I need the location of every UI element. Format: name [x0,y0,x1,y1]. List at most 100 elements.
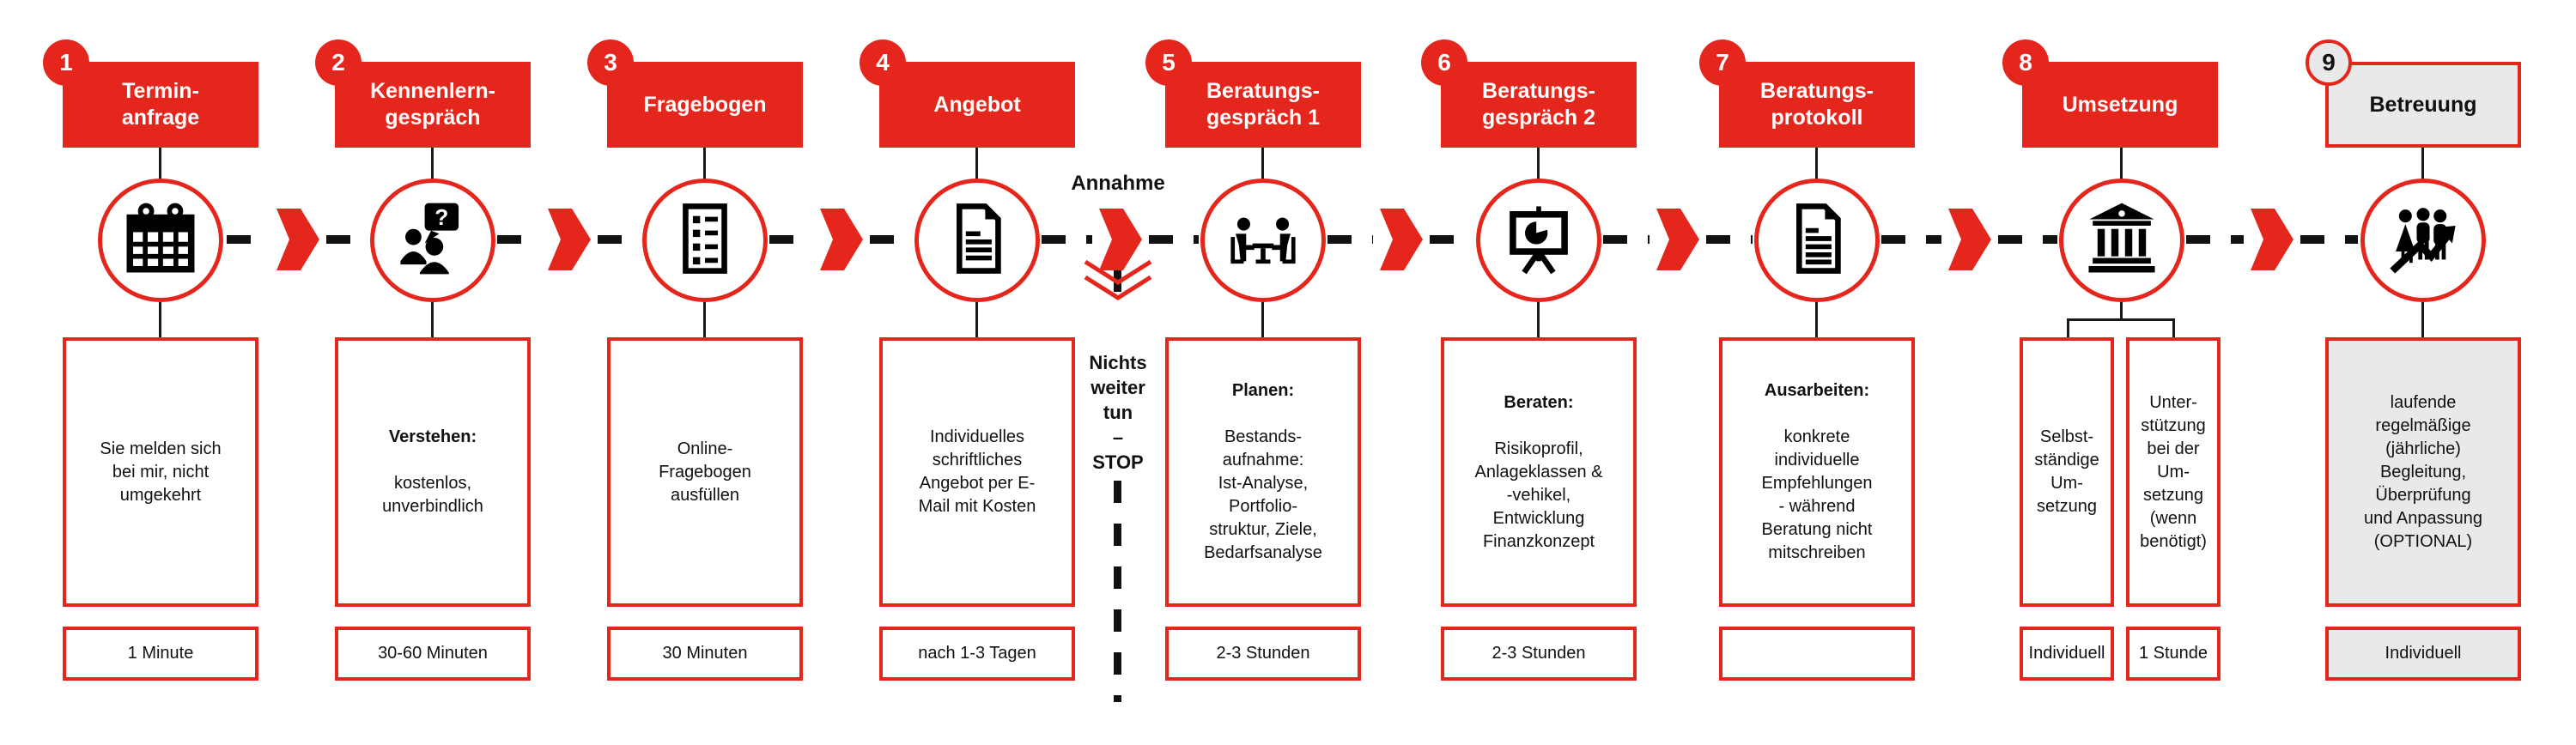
dashed-connector [1429,235,1474,244]
step-icon-circle [2059,179,2184,302]
description-body: Unter- stützung bei der Um- setzung (wen… [2140,392,2207,551]
step-header: Fragebogen [607,62,803,148]
connector-line [1537,302,1540,337]
step-description: Verstehen: kostenlos, unverbindlich [335,337,531,607]
description-lead: Verstehen: [388,427,477,446]
duration-box: Individuell [2325,627,2521,681]
step-header: Beratungs- protokoll [1719,62,1915,148]
calendar-icon [120,198,201,283]
flow-arrow-icon [819,209,863,270]
step-number-badge: 1 [43,39,89,86]
connector-line [1537,148,1540,180]
connector-line [1815,148,1818,180]
connector-line [159,302,161,337]
flow-arrow-icon [1947,209,1991,270]
connector-line [703,302,706,337]
duration-box: 2-3 Stunden [1165,627,1361,681]
step-number-badge: 7 [1699,39,1746,86]
step-icon-circle [914,179,1040,302]
description-body: Selbst- ständige Um- setzung [2034,427,2099,516]
people-question-icon: ? [392,198,473,283]
duration-box: 30-60 Minuten [335,627,531,681]
flow-arrow-icon [1656,209,1699,270]
connector-line [2120,148,2123,180]
dashed-connector [2186,235,2244,244]
step-column-2: 2 Kennenlern- gespräch ? Verstehen: kost… [315,0,531,745]
description-body: Bestands- aufnahme: Ist-Analyse, Portfol… [1204,427,1322,562]
dashed-connector [1603,235,1649,244]
step-header: Angebot [879,62,1075,148]
connector-line [159,148,161,180]
description-body: laufende regelmäßige (jährliche) Begleit… [2364,392,2482,551]
dashed-connector [1997,235,2057,244]
step-icon-circle [642,179,768,302]
connector-line [2120,302,2123,318]
connector-line [2172,318,2175,337]
presentation-icon [1498,198,1579,283]
stop-dashed-line [1114,481,1121,702]
dashed-connector [1881,235,1941,244]
step-header: Betreuung [2325,62,2521,148]
stop-branch-dash [1114,254,1121,292]
duration-box [1719,627,1915,681]
description-body: Individuelles schriftliches Angebot per … [918,427,1036,516]
step-column-7: 7 Beratungs- protokoll Ausarbeiten: konk… [1699,0,1915,745]
step-header: Beratungs- gespräch 1 [1165,62,1361,148]
step-column-1: 1 Termin- anfrage Sie melden sich bei mi… [43,0,258,745]
stop-label: Nichts weiter tun – STOP [1089,352,1147,473]
flow-arrow-icon [2251,209,2293,270]
connector-line [2421,302,2424,337]
step-number-badge: 4 [860,39,906,86]
description-body: kostenlos, unverbindlich [382,474,483,516]
stop-chevron-icon [1084,259,1152,300]
flow-arrow-icon [1098,209,1142,270]
connector-line [975,302,978,337]
step-description: Unter- stützung bei der Um- setzung (wen… [2126,337,2221,607]
people-growth-icon [2383,198,2464,283]
step-icon-circle [2360,179,2486,302]
duration-box: 30 Minuten [607,627,803,681]
dashed-connector [769,235,813,244]
step-number-badge: 2 [315,39,361,86]
step-header: Beratungs- gespräch 2 [1441,62,1637,148]
step-description: Planen: Bestands- aufnahme: Ist-Analyse,… [1165,337,1361,607]
flow-arrow-icon [1379,209,1423,270]
connector-line [1261,148,1264,180]
flow-arrow-icon [547,209,591,270]
step-description: Selbst- ständige Um- setzung [2020,337,2114,607]
step-column-8: 8 Umsetzung Selbst- ständige Um- setzung… [2002,0,2221,745]
connector-line [1261,302,1264,337]
step-number-badge: 6 [1421,39,1467,86]
document-icon [1777,198,1857,283]
connector-line [1815,302,1818,337]
step-description: Online- Fragebogen ausfüllen [607,337,803,607]
duration-box: 1 Stunde [2126,627,2221,681]
connector-line [431,302,434,337]
step-column-9: 9 Betreuung laufende regelmäßige (jährli… [2306,0,2521,745]
dashed-connector [1148,235,1199,244]
svg-text:?: ? [434,204,448,230]
duration-box: Individuell [2020,627,2114,681]
step-icon-circle: ? [370,179,495,302]
dashed-connector [1042,235,1092,244]
dashed-connector [2300,235,2358,244]
connector-line [2067,318,2069,337]
connector-line [431,148,434,180]
dashed-connector [597,235,641,244]
dashed-connector [1706,235,1753,244]
duration-box: nach 1-3 Tagen [879,627,1075,681]
step-description: Beraten: Risikoprofil, Anlageklassen & -… [1441,337,1637,607]
step-icon-circle [98,179,223,302]
step-icon-circle [1754,179,1880,302]
description-body: Sie melden sich bei mir, nicht umgekehrt [100,439,222,505]
split-connector-line [2067,318,2175,321]
bank-icon [2081,198,2162,283]
step-number-badge: 9 [2306,39,2352,86]
duration-box: 1 Minute [63,627,258,681]
step-header: Termin- anfrage [63,62,258,148]
connector-line [975,148,978,180]
description-lead: Beraten: [1504,392,1574,412]
step-column-3: 3 Fragebogen Online- Fragebogen ausfülle… [587,0,803,745]
dashed-connector [325,235,368,244]
